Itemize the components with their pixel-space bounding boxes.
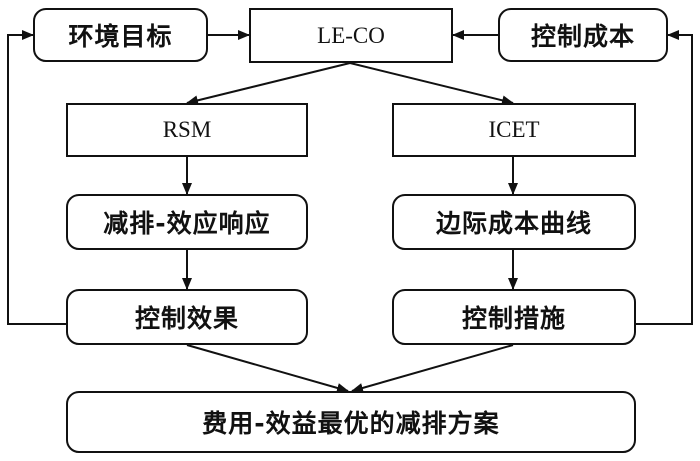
node-control-measures: 控制措施 bbox=[392, 289, 636, 345]
arrow-measures-feedback-to-control-cost bbox=[636, 30, 693, 325]
node-control-effect: 控制效果 bbox=[66, 289, 308, 345]
arrow-leco-to-icet bbox=[349, 62, 514, 106]
node-icet: ICET bbox=[392, 103, 636, 157]
node-rsm: RSM bbox=[66, 103, 308, 157]
node-control-cost: 控制成本 bbox=[498, 8, 668, 62]
arrow-effect-to-plan bbox=[186, 344, 349, 393]
node-marginal-cost-curve: 边际成本曲线 bbox=[392, 194, 636, 250]
node-le-co: LE-CO bbox=[249, 8, 453, 63]
node-emission-response: 减排-效应响应 bbox=[66, 194, 308, 250]
arrow-effect-feedback-to-env-target bbox=[7, 30, 66, 325]
arrow-leco-to-rsm bbox=[186, 62, 351, 106]
arrow-measures-to-plan bbox=[351, 344, 514, 393]
node-optimal-plan: 费用-效益最优的减排方案 bbox=[66, 391, 636, 453]
node-env-target: 环境目标 bbox=[33, 8, 208, 62]
